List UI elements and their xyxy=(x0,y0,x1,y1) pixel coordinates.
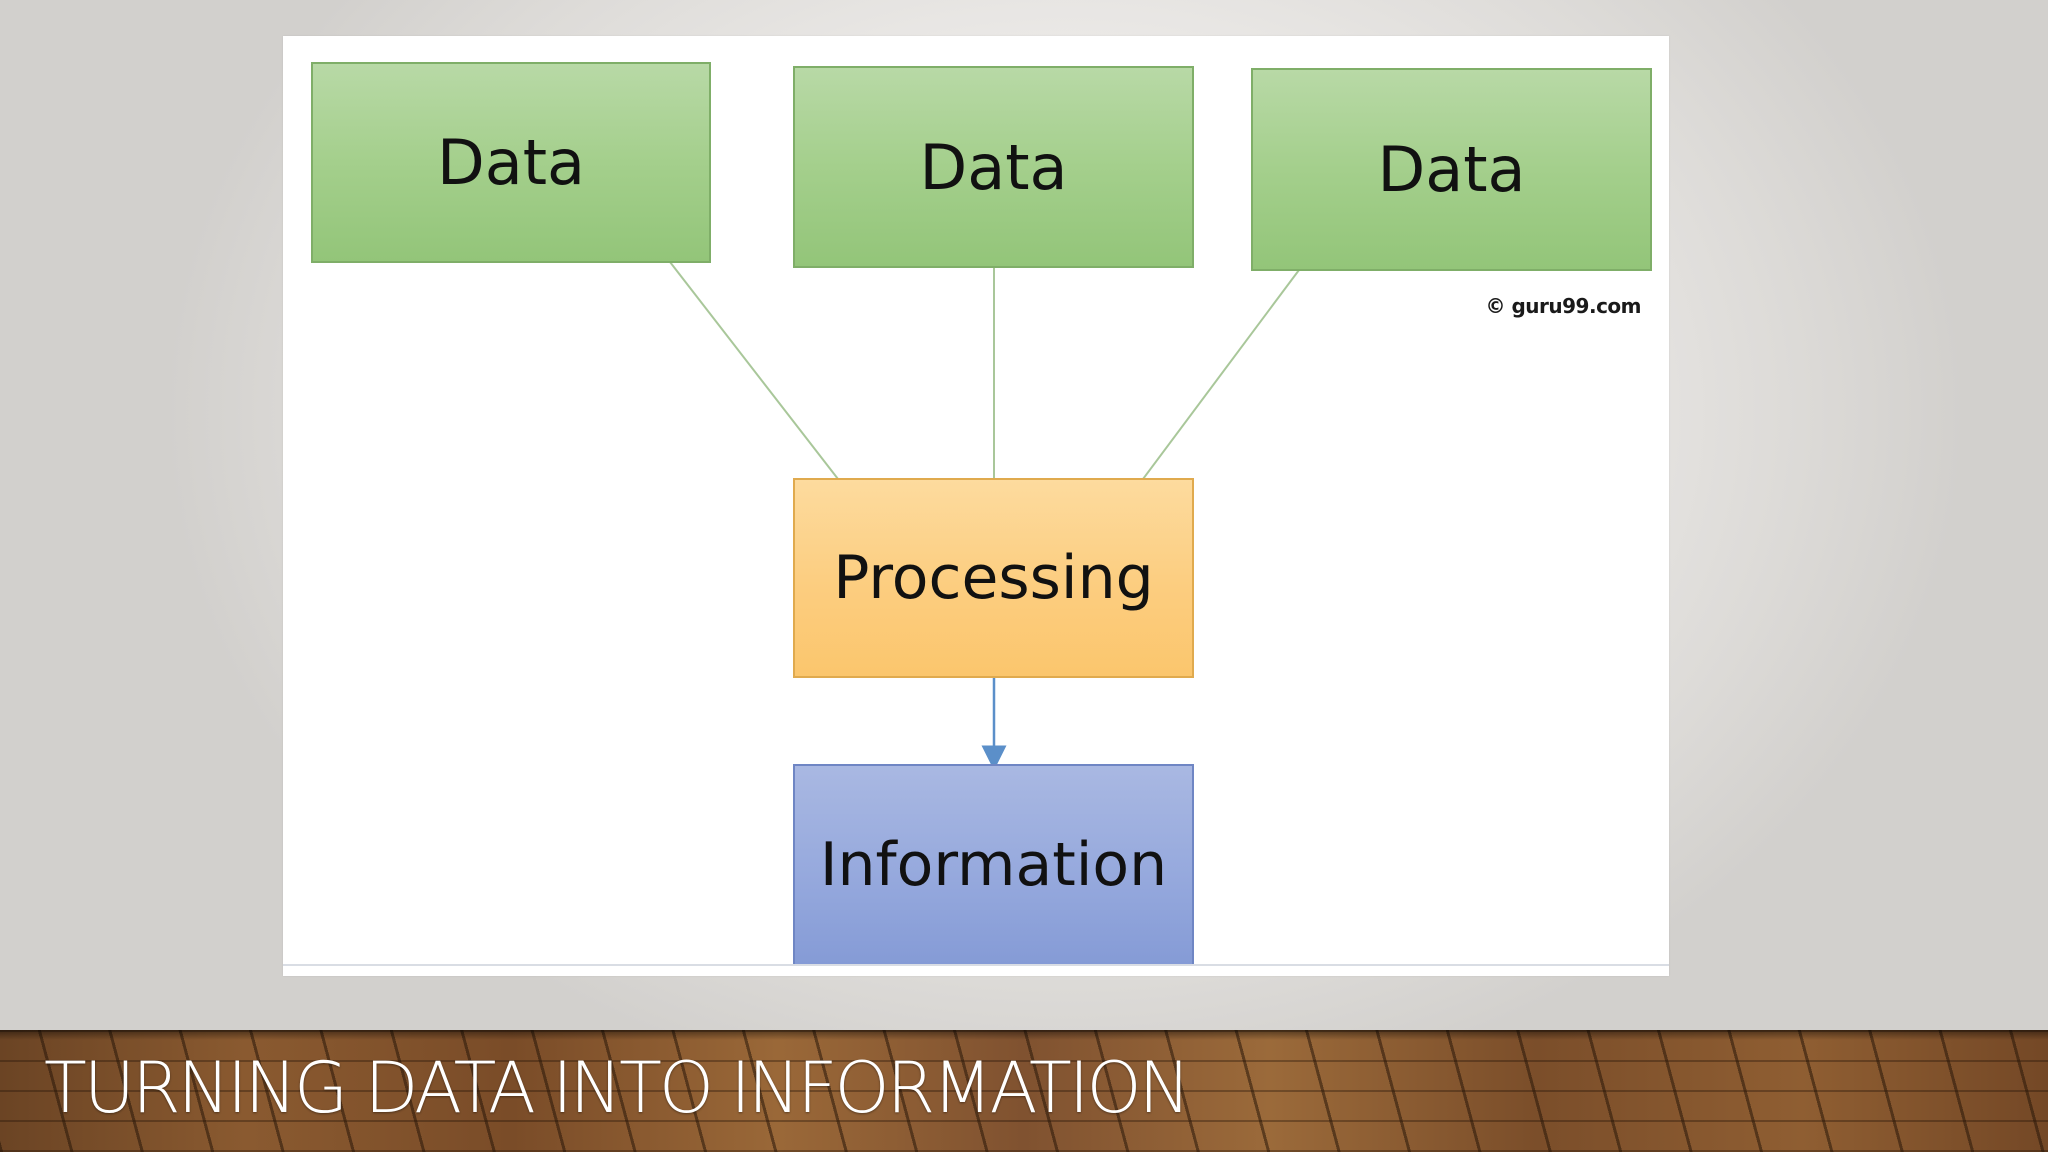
information-box: Information xyxy=(793,764,1194,966)
data-box-2: Data xyxy=(793,66,1194,268)
processing-box: Processing xyxy=(793,478,1194,678)
diagram-panel: Data Data Data © guru99.com Processing I… xyxy=(283,36,1669,976)
data-box-3: Data xyxy=(1251,68,1652,271)
data-box-1: Data xyxy=(311,62,711,263)
copyright-credit: © guru99.com xyxy=(1485,294,1642,318)
diagram-connectors xyxy=(669,261,1300,771)
connector-data-1-to-processing xyxy=(669,261,839,480)
connector-data-3-to-processing xyxy=(1142,269,1300,480)
slide-title: TURNING DATA INTO INFORMATION xyxy=(44,1047,1191,1129)
wooden-floor-band xyxy=(0,1030,2048,1152)
panel-bottom-rule xyxy=(283,964,1669,966)
